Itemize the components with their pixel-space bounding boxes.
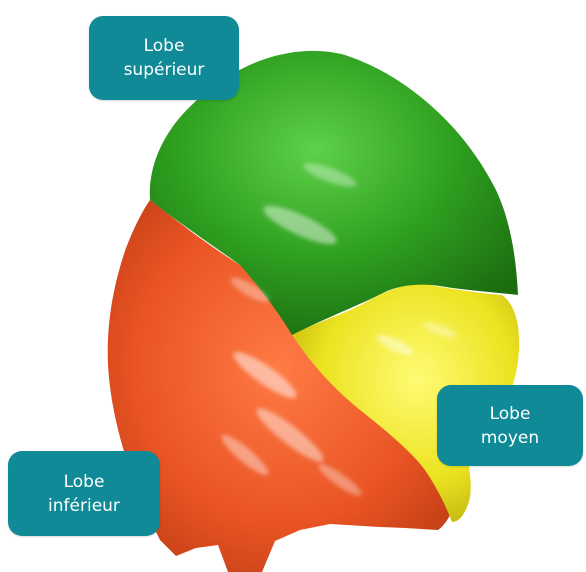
label-lower-line1: Lobe — [64, 470, 105, 494]
label-middle-lobe: Lobe moyen — [437, 385, 583, 466]
label-upper-line2: supérieur — [124, 58, 205, 82]
label-lower-line2: inférieur — [48, 494, 120, 518]
label-upper-line1: Lobe — [144, 34, 185, 58]
label-lower-lobe: Lobe inférieur — [8, 451, 160, 536]
label-upper-lobe: Lobe supérieur — [89, 16, 239, 100]
label-middle-line2: moyen — [481, 426, 539, 450]
label-middle-line1: Lobe — [490, 402, 531, 426]
